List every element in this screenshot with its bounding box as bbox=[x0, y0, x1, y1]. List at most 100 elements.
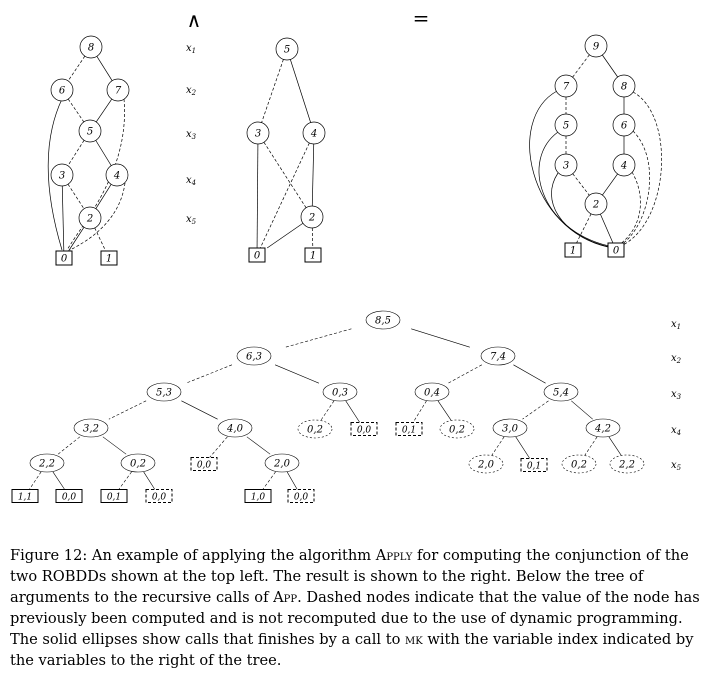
tree-node-0-0-17-label: 0,0 bbox=[197, 461, 212, 471]
bdd3-node-4-label: 4 bbox=[620, 161, 627, 172]
tree-node-3-0-13-ellipse bbox=[492, 418, 528, 438]
bdd3-edge-4-2 bbox=[602, 173, 618, 196]
tree-edge-n63-n03a bbox=[274, 364, 320, 384]
tree-node-4-0-8-ellipse bbox=[217, 418, 253, 438]
tree-edge-n53-n32 bbox=[108, 400, 147, 420]
caption-apply: Apply bbox=[375, 547, 413, 564]
bdd2-terminal-1-box bbox=[304, 247, 322, 263]
tree-node-6-3-1-ellipse bbox=[236, 346, 272, 366]
tree-edge-n40-n20 bbox=[246, 436, 271, 455]
top-var-label-x3: x3 bbox=[186, 129, 197, 141]
tree-edge-n02-t00d bbox=[143, 471, 156, 490]
top-var-label-x2: x2 bbox=[186, 85, 197, 97]
tree-node-1-1-23-box bbox=[11, 489, 39, 503]
bdd1-node-8-circle bbox=[79, 35, 103, 59]
tree-node-8-5-0-label: 8,5 bbox=[375, 316, 391, 327]
bdd1-node-3-label: 3 bbox=[59, 171, 65, 182]
tree-node-0-0-26-box bbox=[145, 489, 173, 503]
tree-node-0-0-10-box bbox=[350, 422, 378, 436]
tree-node-0-2-9-label: 0,2 bbox=[307, 425, 323, 436]
tree-edge-n32-n02 bbox=[102, 436, 127, 455]
tree-edge-n85-n63 bbox=[285, 328, 352, 348]
tree-node-0-1-11-box bbox=[395, 422, 423, 436]
bdd3-edge-2-0 bbox=[600, 213, 614, 244]
bdd3-edge-4-0 bbox=[618, 171, 641, 246]
bdd1-node-3-circle bbox=[50, 163, 74, 187]
tree-var-label-x5: x5 bbox=[671, 460, 682, 472]
tree-edge-n30-d20 bbox=[491, 436, 505, 456]
bdd2-terminal-0-label: 0 bbox=[254, 251, 261, 262]
bdd2-edge-4-2 bbox=[311, 143, 315, 207]
tree-node-0-2-9-ellipse bbox=[297, 419, 333, 439]
tree-node-7-4-2-ellipse bbox=[480, 346, 516, 366]
tree-node-0-1-20-box bbox=[520, 458, 548, 472]
tree-node-0-2-16-ellipse bbox=[120, 453, 156, 473]
tree-node-2-0-19-label: 2,0 bbox=[477, 460, 495, 471]
tree-edge-n63-n53 bbox=[185, 364, 233, 384]
tree-node-5-4-6-label: 5,4 bbox=[553, 388, 569, 399]
tree-node-0-0-10-label: 0,0 bbox=[357, 426, 372, 436]
tree-node-2-0-18-label: 2,0 bbox=[273, 459, 291, 470]
bdd2-edge-3-0 bbox=[256, 143, 259, 249]
bdd3-node-2-circle bbox=[584, 192, 608, 216]
bdd1-node-5-label: 5 bbox=[87, 127, 93, 138]
tree-var-label-x1: x1 bbox=[671, 319, 681, 331]
tree-node-2-2-22-ellipse bbox=[609, 454, 645, 474]
bdd1-edge-2-0 bbox=[68, 227, 85, 252]
bdd1-terminal-1-box bbox=[100, 250, 118, 266]
tree-edge-n42-d02c bbox=[584, 436, 598, 456]
tree-node-0-2-16-label: 0,2 bbox=[130, 459, 146, 470]
bdd3-edge-3-2 bbox=[572, 173, 590, 196]
tree-edge-n02-t01c bbox=[118, 471, 132, 490]
tree-node-5-3-3-ellipse bbox=[146, 382, 182, 402]
tree-edge-n22-t00c bbox=[52, 471, 66, 490]
bdd3-node-5-label: 5 bbox=[563, 121, 569, 132]
tree-edge-n20-t00e bbox=[286, 471, 298, 490]
tree-edge-n22-t11 bbox=[28, 471, 42, 490]
bdd1-terminal-0-box bbox=[55, 250, 73, 266]
bdd3-edge-8-0 bbox=[622, 91, 662, 246]
bdd3-node-7-circle bbox=[554, 74, 578, 98]
bdd1-edge-3-2 bbox=[67, 184, 85, 209]
tree-edge-n53-n40 bbox=[181, 400, 218, 420]
tree-node-4-0-8-label: 4,0 bbox=[226, 424, 244, 435]
tree-node-1-0-27-label: 1,0 bbox=[251, 493, 266, 503]
caption-app: App bbox=[273, 589, 298, 606]
tree-node-3-2-7-label: 3,2 bbox=[83, 424, 99, 435]
tree-edge-n42-d22 bbox=[608, 436, 622, 456]
bdd3-terminal-1-label: 1 bbox=[570, 246, 576, 257]
tree-node-0-0-28-label: 0,0 bbox=[294, 493, 309, 503]
tree-node-0-0-17-box bbox=[190, 457, 218, 471]
bdd2-terminal-0-box bbox=[248, 247, 266, 263]
bdd2-edge-4-0 bbox=[259, 142, 310, 249]
tree-edge-n54-n42 bbox=[571, 400, 593, 420]
bdd1-node-5-circle bbox=[78, 119, 102, 143]
tree-node-2-0-19-ellipse bbox=[468, 454, 504, 474]
bdd3-node-9-circle bbox=[584, 34, 608, 58]
top-var-label-x5: x5 bbox=[186, 214, 197, 226]
bdd3-node-3-label: 3 bbox=[563, 161, 569, 172]
tree-node-3-0-13-label: 3,0 bbox=[502, 424, 519, 435]
bdd2-node-4-circle bbox=[302, 121, 326, 145]
tree-node-4-2-14-label: 4,2 bbox=[594, 424, 611, 435]
tree-node-0-1-11-label: 0,1 bbox=[402, 426, 416, 436]
caption-mk: mk bbox=[405, 631, 423, 648]
bdd1-edge-5-3 bbox=[67, 140, 85, 166]
bdd2-node-5-circle bbox=[275, 37, 299, 61]
tree-node-0-4-5-ellipse bbox=[414, 382, 450, 402]
bdd1-node-7-circle bbox=[106, 78, 130, 102]
bdd3-node-6-label: 6 bbox=[621, 121, 628, 132]
caption-text-1: Figure 12: An example of applying the al… bbox=[10, 547, 376, 564]
bdd3-node-3-circle bbox=[554, 153, 578, 177]
bdd2-edge-2-1 bbox=[311, 227, 314, 249]
tree-var-label-x3: x3 bbox=[671, 389, 682, 401]
bdd1-edge-4-2 bbox=[95, 184, 112, 209]
tree-node-0-2-12-ellipse bbox=[439, 419, 475, 439]
tree-node-0-0-24-label: 0,0 bbox=[62, 493, 77, 503]
bdd3-node-8-circle bbox=[612, 74, 636, 98]
bdd1-node-2-label: 2 bbox=[86, 214, 93, 225]
bdd3-node-9-label: 9 bbox=[593, 42, 600, 53]
tree-node-2-0-18-ellipse bbox=[264, 453, 300, 473]
